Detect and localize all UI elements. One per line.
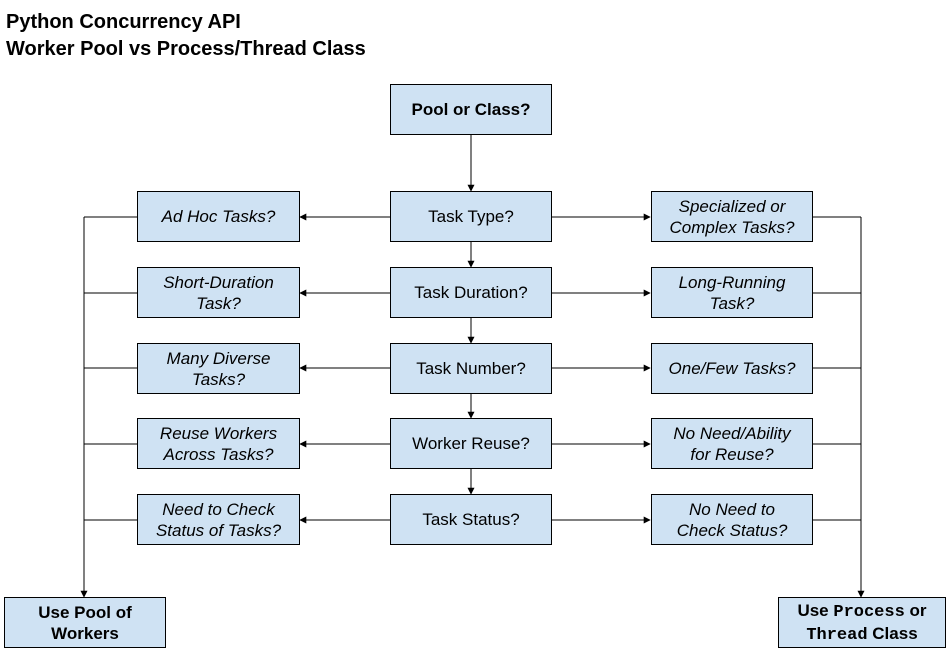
- answer-label: One/Few Tasks?: [668, 359, 796, 378]
- answer-label-line-2: Complex Tasks?: [669, 217, 795, 237]
- pool-answer-short-duration: Short-Duration Task?: [137, 267, 300, 318]
- class-answer-no-status: No Need to Check Status?: [651, 494, 813, 545]
- start-node-label: Pool or Class?: [411, 100, 531, 119]
- answer-label-line-2: Tasks?: [191, 369, 246, 389]
- answer-label: Ad Hoc Tasks?: [161, 207, 276, 226]
- pool-answer-reuse-workers: Reuse Workers Across Tasks?: [137, 418, 300, 469]
- outcome-class-or: or: [909, 600, 927, 620]
- answer-label-line-2: Check Status?: [676, 520, 788, 540]
- class-answer-no-reuse: No Need/Ability for Reuse?: [651, 418, 813, 469]
- question-task-number: Task Number?: [390, 343, 552, 394]
- question-label: Task Duration?: [414, 283, 528, 302]
- question-task-type: Task Type?: [390, 191, 552, 242]
- question-label: Task Status?: [422, 510, 520, 529]
- answer-label-line-1: Need to Check: [162, 499, 275, 519]
- class-answer-specialized: Specialized or Complex Tasks?: [651, 191, 813, 242]
- outcome-pool-line-2: Workers: [51, 623, 119, 643]
- question-worker-reuse: Worker Reuse?: [390, 418, 552, 469]
- answer-label-line-2: Task?: [196, 293, 241, 313]
- question-label: Task Number?: [416, 359, 526, 378]
- class-answer-one-few: One/Few Tasks?: [651, 343, 813, 394]
- answer-label-line-1: Specialized or: [678, 196, 786, 216]
- answer-label-line-1: Many Diverse: [166, 348, 271, 368]
- start-node: Pool or Class?: [390, 84, 552, 135]
- outcome-pool-line-1: Use Pool of: [38, 602, 132, 622]
- outcome-class-word: Class: [872, 623, 918, 643]
- pool-answer-check-status: Need to Check Status of Tasks?: [137, 494, 300, 545]
- answer-label-line-1: Long-Running: [678, 272, 786, 292]
- answer-label-line-2: Status of Tasks?: [155, 520, 282, 540]
- answer-label-line-1: No Need to: [689, 499, 775, 519]
- outcome-class-thread: Thread: [806, 625, 868, 645]
- outcome-use-class: Use Process or Thread Class: [778, 597, 946, 648]
- answer-label-line-2: Across Tasks?: [163, 444, 274, 464]
- diagram-title-line-2: Worker Pool vs Process/Thread Class: [6, 38, 366, 60]
- question-task-duration: Task Duration?: [390, 267, 552, 318]
- outcome-class-use: Use: [797, 600, 829, 620]
- outcome-class-line-2: Thread Class: [806, 623, 917, 646]
- answer-label-line-2: for Reuse?: [690, 444, 774, 464]
- answer-label-line-1: Reuse Workers: [159, 423, 278, 443]
- outcome-class-process: Process: [833, 602, 905, 622]
- answer-label-line-1: Short-Duration: [163, 272, 274, 292]
- question-task-status: Task Status?: [390, 494, 552, 545]
- answer-label-line-2: Task?: [709, 293, 755, 313]
- answer-label-line-1: No Need/Ability: [673, 423, 791, 443]
- outcome-use-pool: Use Pool of Workers: [4, 597, 166, 648]
- pool-answer-many-diverse: Many Diverse Tasks?: [137, 343, 300, 394]
- question-label: Task Type?: [428, 207, 514, 226]
- pool-answer-ad-hoc: Ad Hoc Tasks?: [137, 191, 300, 242]
- question-label: Worker Reuse?: [412, 434, 530, 453]
- class-answer-long-running: Long-Running Task?: [651, 267, 813, 318]
- diagram-title-line-1: Python Concurrency API: [6, 11, 241, 33]
- outcome-class-line-1: Use Process or: [797, 600, 926, 623]
